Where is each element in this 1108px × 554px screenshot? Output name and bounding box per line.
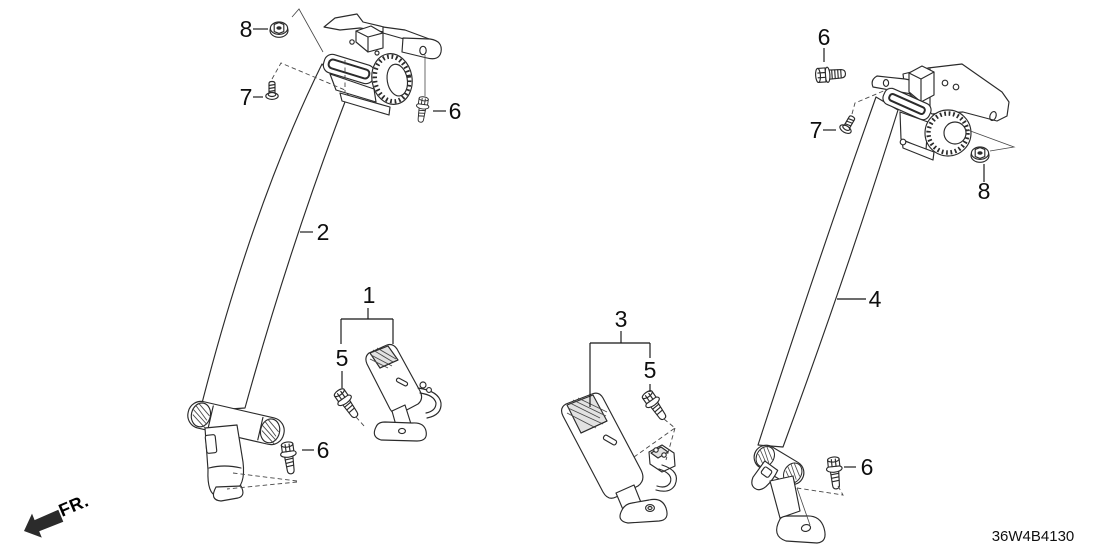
screw-7-left <box>265 80 279 100</box>
nut-8-left <box>269 21 289 38</box>
bolt-6-right-upper <box>814 65 847 84</box>
right-lower-anchor <box>769 475 826 544</box>
callout-5-left: 5 <box>336 345 349 371</box>
callout-6-right-lower: 6 <box>861 454 874 480</box>
right-seat-belt-webbing <box>757 96 899 448</box>
diagram-code: 36W4B4130 <box>992 528 1075 545</box>
callout-6-right-upper: 6 <box>818 24 831 50</box>
callout-2: 2 <box>317 219 330 245</box>
left-lower-anchor <box>204 424 245 502</box>
left-retractor-assembly <box>322 13 442 116</box>
callout-5-center: 5 <box>644 357 657 383</box>
right-belt-tongue <box>751 460 779 491</box>
callout-6-left-upper: 6 <box>449 98 462 124</box>
left-buckle-assembly <box>365 343 442 442</box>
right-retractor-spool <box>924 109 972 157</box>
left-top-block <box>355 25 384 53</box>
callout-3: 3 <box>615 306 628 332</box>
bolt-5-center <box>638 387 672 424</box>
callout-8-left: 8 <box>240 16 253 42</box>
bolt-5-left <box>330 385 364 422</box>
bolt-6-right-lower <box>824 455 845 491</box>
callout-leader-lines <box>226 8 1016 526</box>
right-belt-slit <box>882 87 932 121</box>
screw-7-right <box>837 112 859 136</box>
left-bracket-arm <box>401 37 442 60</box>
left-retractor-spool <box>371 53 413 105</box>
center-double-buckle-assembly <box>560 392 678 524</box>
right-retractor-assembly <box>871 63 1010 161</box>
bolt-6-left-upper <box>413 95 431 124</box>
callout-6-left-lower: 6 <box>317 437 330 463</box>
nut-8-right <box>970 146 990 163</box>
front-direction-label: FR. <box>56 490 92 520</box>
front-direction-arrow <box>24 509 64 538</box>
callout-1: 1 <box>363 282 376 308</box>
callout-7-right: 7 <box>810 117 823 143</box>
bolt-6-left-lower <box>278 440 300 476</box>
callout-8-right: 8 <box>978 178 991 204</box>
callout-7-left: 7 <box>240 84 253 110</box>
callout-4: 4 <box>869 286 882 312</box>
